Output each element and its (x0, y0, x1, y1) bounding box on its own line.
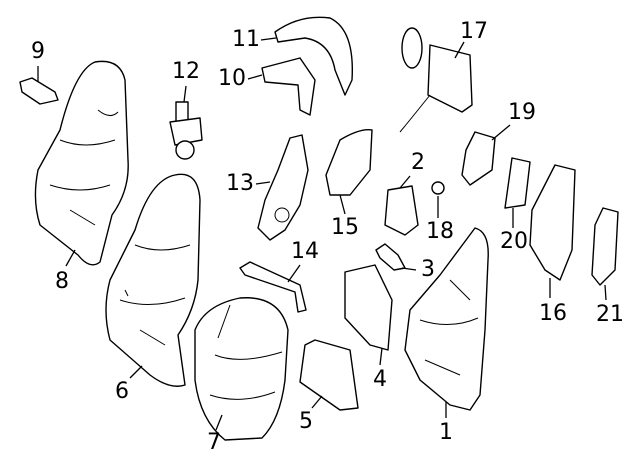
part-13-recliner-bracket (257, 134, 309, 241)
part-11-upper-trim (274, 16, 354, 96)
part-6-back-pad (105, 173, 201, 387)
part-19-switch-bracket (461, 131, 496, 186)
leader-lines (37, 37, 607, 431)
callout-19: 19 (508, 100, 536, 125)
part-1-seat-frame (404, 227, 489, 411)
part-21-switch-panel (591, 207, 619, 286)
callout-3: 3 (421, 257, 435, 282)
callout-11: 11 (232, 27, 260, 52)
callout-16: 16 (539, 301, 567, 326)
callout-4: 4 (373, 367, 387, 392)
part-12-motor (169, 101, 203, 160)
callout-5: 5 (299, 409, 313, 434)
callout-1: 1 (439, 420, 453, 445)
part-8-back-cover (34, 60, 129, 266)
part-3-clip (375, 243, 406, 271)
callout-7: 7 (207, 430, 221, 455)
callout-12: 12 (172, 59, 200, 84)
callout-17: 17 (460, 19, 488, 44)
callout-10: 10 (218, 66, 246, 91)
part-2-side-cover (384, 185, 419, 236)
part-7-seat-cushion (194, 297, 289, 441)
part-16-outer-shield (529, 164, 576, 281)
callout-13: 13 (226, 171, 254, 196)
callout-15: 15 (331, 215, 359, 240)
part-20-switch-cover (504, 157, 531, 209)
part-4-cushion-pad (344, 264, 393, 351)
part-15-side-panel (325, 129, 373, 196)
part-5-support-pan (299, 339, 359, 411)
callout-9: 9 (31, 39, 45, 64)
callout-18: 18 (426, 219, 454, 244)
callout-6: 6 (115, 379, 129, 404)
callout-20: 20 (500, 229, 528, 254)
part-17-lumbar (399, 27, 473, 133)
part-18-push-pin (431, 181, 445, 195)
callout-2: 2 (411, 150, 425, 175)
part-14-cross-bar (239, 261, 307, 313)
callout-14: 14 (291, 239, 319, 264)
callout-21: 21 (596, 302, 624, 327)
part-9-bracket (19, 77, 59, 105)
part-10-inner-trim (261, 57, 316, 116)
callout-8: 8 (55, 269, 69, 294)
